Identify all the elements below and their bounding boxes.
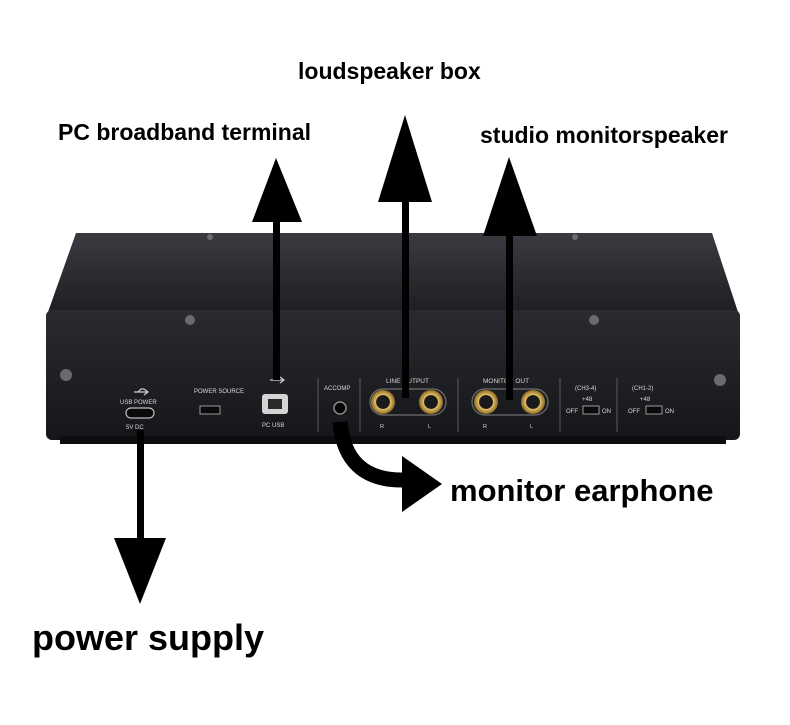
jack-l-label: L bbox=[428, 424, 431, 430]
arrow-down-icon bbox=[114, 430, 166, 604]
line-output-jack-l[interactable] bbox=[419, 390, 443, 414]
power-source-label: POWER SOURCE bbox=[194, 389, 244, 395]
pc-broadband-terminal-label: PC broadband terminal bbox=[58, 119, 312, 145]
usb-icon bbox=[134, 388, 149, 396]
ch34-phantom-switch[interactable] bbox=[582, 405, 600, 415]
ch34-phantom-label: +48 bbox=[582, 397, 593, 403]
monitor-earphone-label: monitor earphone bbox=[450, 473, 714, 508]
dc-5v-label: 5V DC bbox=[126, 425, 144, 431]
line-output-jack-r[interactable] bbox=[371, 390, 395, 414]
ch12-label: (CH1-2) bbox=[632, 386, 653, 392]
jack-l-label: L bbox=[530, 424, 533, 430]
device-top-panel bbox=[48, 233, 738, 312]
power-supply-label: power supply bbox=[32, 617, 265, 658]
arrow-up-icon bbox=[378, 115, 432, 398]
studio-monitorspeaker-label: studio monitorspeaker bbox=[480, 122, 728, 148]
ch12-off-label: OFF bbox=[628, 409, 640, 415]
jack-r-label: R bbox=[483, 424, 487, 430]
loudspeaker-box-label: loudspeaker box bbox=[298, 58, 481, 84]
accomp-jack[interactable] bbox=[333, 401, 347, 415]
arrow-curved-right-icon bbox=[332, 421, 442, 512]
monitor-out-jack-l[interactable] bbox=[521, 390, 545, 414]
usb-power-label: USB POWER bbox=[120, 400, 157, 406]
ch34-off-label: OFF bbox=[566, 409, 578, 415]
ch12-phantom-switch[interactable] bbox=[645, 405, 663, 415]
power-source-switch[interactable] bbox=[199, 405, 221, 415]
accomp-label: ACCOMP bbox=[324, 386, 350, 392]
device-bottom-edge bbox=[60, 436, 726, 444]
arrow-up-icon bbox=[483, 157, 537, 400]
ch12-on-label: ON bbox=[665, 409, 674, 415]
screw-icon bbox=[60, 234, 726, 386]
device-front-panel bbox=[46, 310, 740, 440]
jack-r-label: R bbox=[380, 424, 384, 430]
usb-b-port-socket bbox=[268, 399, 282, 409]
usb-c-port[interactable] bbox=[125, 407, 155, 419]
monitor-out-jack-r[interactable] bbox=[474, 390, 498, 414]
arrow-up-icon bbox=[252, 158, 302, 380]
pc-usb-label: PC USB bbox=[262, 423, 284, 429]
ch34-label: (CH3-4) bbox=[575, 386, 596, 392]
ch12-phantom-label: +48 bbox=[640, 397, 651, 403]
ch34-on-label: ON bbox=[602, 409, 611, 415]
panel-divider bbox=[317, 378, 618, 432]
